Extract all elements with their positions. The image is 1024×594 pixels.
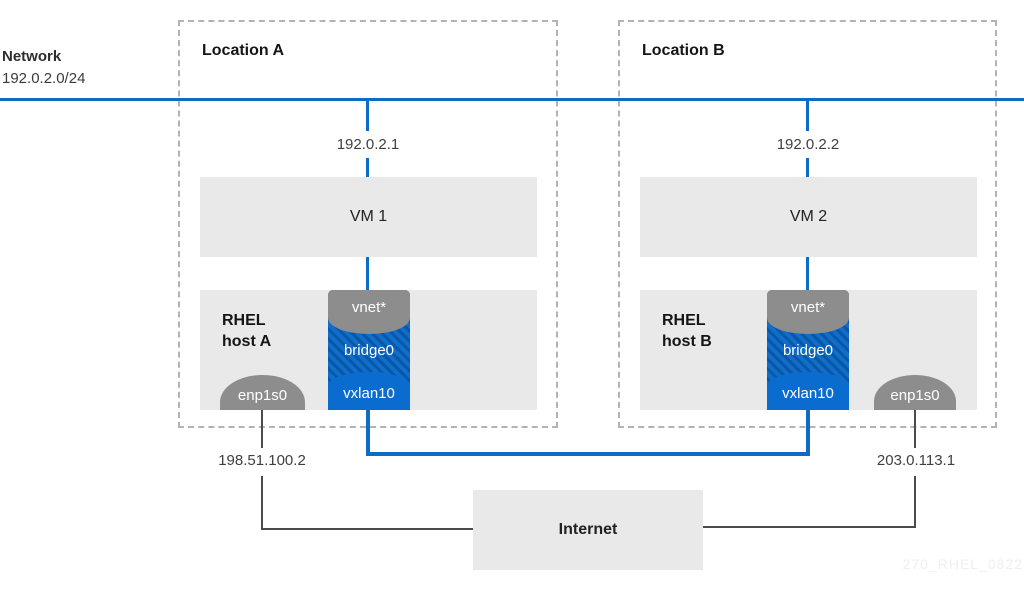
vm1-label: VM 1	[349, 208, 388, 225]
enp1s0-label-a: enp1s0	[237, 386, 288, 404]
enp1s0-badge-b: enp1s0	[874, 375, 956, 410]
location-b-network-drop-line-upper	[806, 99, 809, 131]
vnet-label-a: vnet*	[351, 299, 387, 316]
vm2-label: VM 2	[789, 208, 828, 225]
rhel-host-a-name-line2: host A	[222, 333, 272, 350]
vxlan-tunnel-line-a-vertical	[366, 410, 370, 456]
rhel-host-b-name: RHEL host B	[662, 310, 712, 352]
enp1s0-b-line-upper	[914, 410, 916, 448]
bridge0-label-b: bridge0	[782, 342, 834, 359]
internet-label: Internet	[558, 521, 618, 538]
enp1s0-label-b: enp1s0	[890, 386, 940, 404]
vm2-box: VM 2	[640, 177, 977, 257]
vm1-to-vnet-line	[366, 257, 369, 290]
bridge0-label-a: bridge0	[343, 342, 395, 359]
location-a-title: Location A	[202, 42, 285, 59]
vxlan10-badge-a: vxlan10	[328, 372, 410, 410]
location-b-title: Location B	[642, 42, 725, 59]
rhel-host-a-name-line1: RHEL	[222, 312, 266, 329]
rhel-host-b-name-line1: RHEL	[662, 312, 706, 329]
enp1s0-b-line-horizontal	[703, 526, 916, 528]
location-b-network-drop-line-lower	[806, 158, 809, 177]
network-label: Network	[2, 48, 62, 65]
enp1s0-a-line-upper	[261, 410, 263, 448]
vnet-badge-a: vnet*	[328, 290, 410, 334]
vxlan10-label-a: vxlan10	[343, 385, 395, 402]
bridge-stack-b: vnet* bridge0 vxlan10	[767, 290, 849, 410]
internet-box: Internet	[473, 490, 703, 570]
rhel-host-b-name-line2: host B	[662, 333, 712, 350]
network-cidr-label: 192.0.2.0/24	[2, 70, 86, 87]
watermark-text: 270_RHEL_0822	[902, 556, 1023, 572]
network-line	[0, 98, 1024, 101]
vm1-box: VM 1	[200, 177, 537, 257]
public-ip-label-b: 203.0.113.1	[844, 452, 988, 469]
location-a-network-drop-line-upper	[366, 99, 369, 131]
location-a-network-drop-line-lower	[366, 158, 369, 177]
enp1s0-a-line-horizontal	[261, 528, 473, 530]
enp1s0-a-line-lower	[261, 476, 263, 530]
vnet-label-b: vnet*	[790, 299, 826, 316]
vxlan-tunnel-line-horizontal	[366, 452, 810, 456]
enp1s0-b-line-lower	[914, 476, 916, 528]
vnet-badge-b: vnet*	[767, 290, 849, 334]
rhel-host-a-name: RHEL host A	[222, 310, 271, 352]
vm1-ip-label: 192.0.2.1	[300, 136, 436, 153]
vxlan10-label-b: vxlan10	[782, 385, 834, 402]
public-ip-label-a: 198.51.100.2	[190, 452, 334, 469]
bridge-stack-a: vnet* bridge0 vxlan10	[328, 290, 410, 410]
vxlan-tunnel-line-b-vertical	[806, 410, 810, 456]
vm2-to-vnet-line	[806, 257, 809, 290]
vm2-ip-label: 192.0.2.2	[740, 136, 876, 153]
vxlan10-badge-b: vxlan10	[767, 372, 849, 410]
